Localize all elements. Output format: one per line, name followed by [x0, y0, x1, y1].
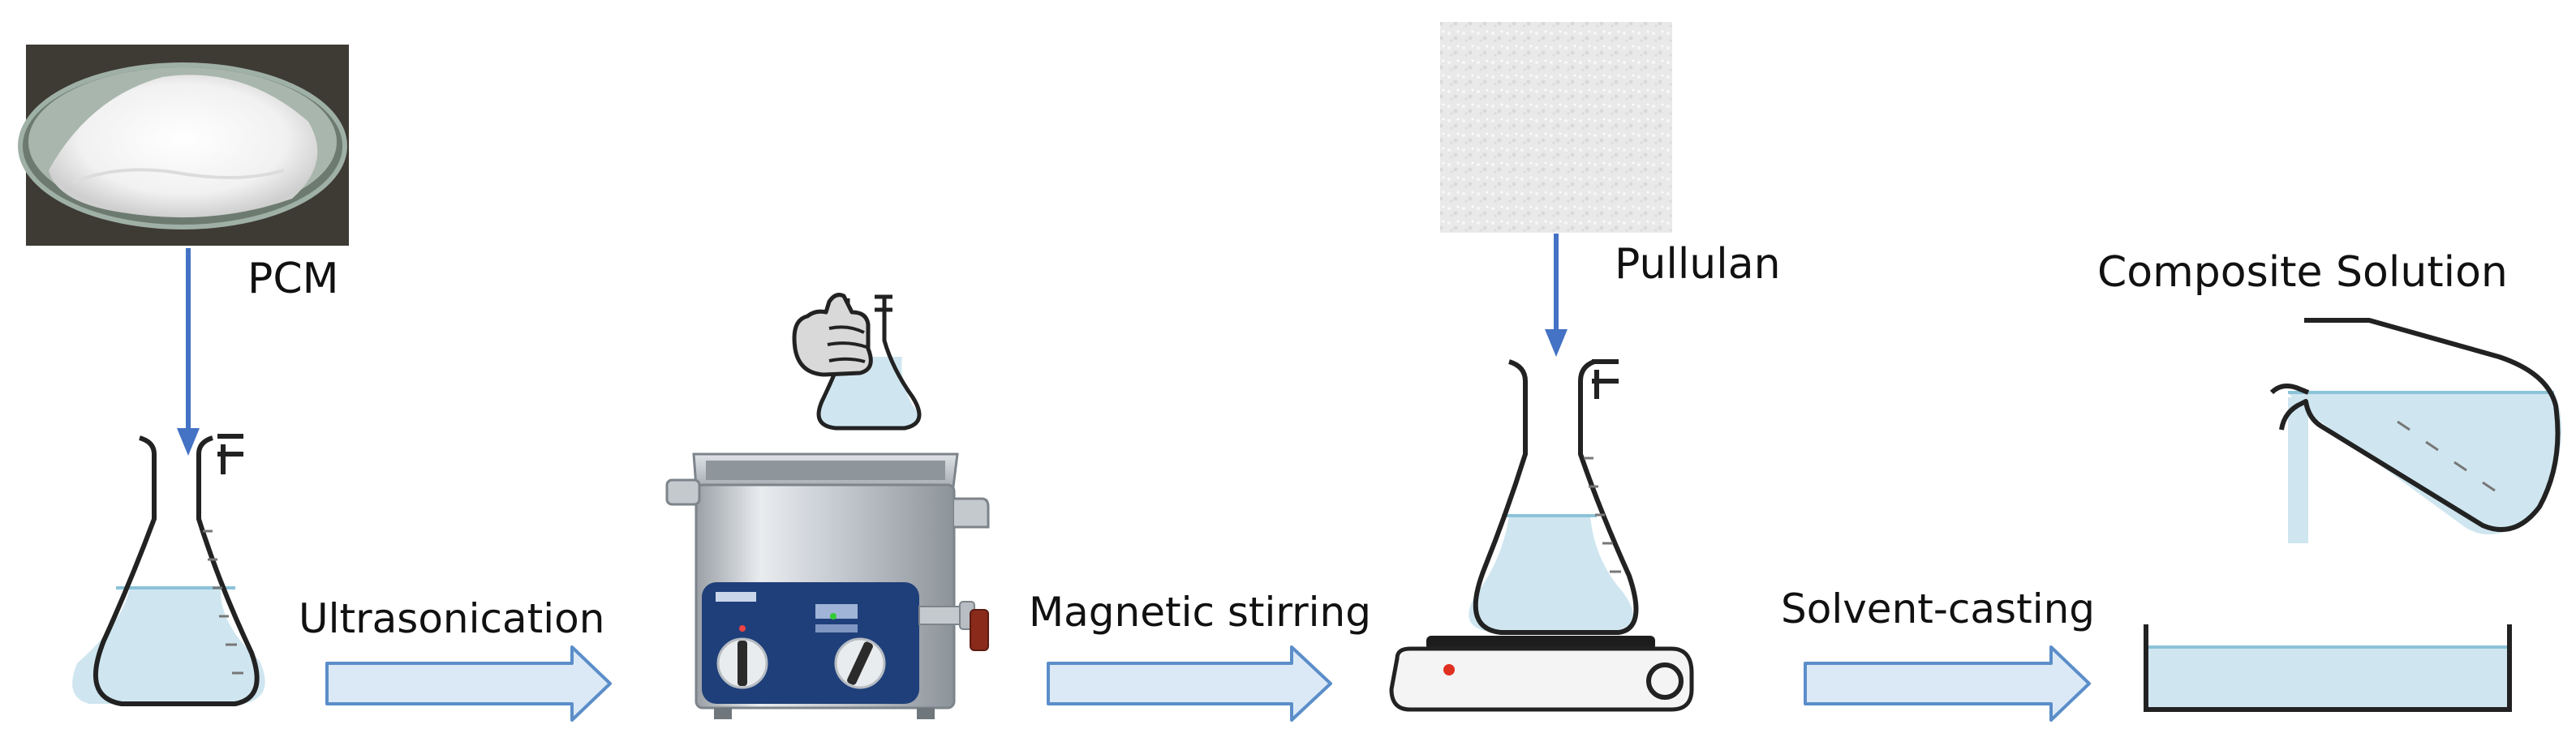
pcm-drop-arrow [177, 248, 200, 456]
magnetic-stirring-label: Magnetic stirring [1029, 589, 1371, 636]
pullulan-photo [1440, 22, 1672, 233]
pcm-photo [18, 45, 349, 246]
pullulan-drop-arrow [1545, 234, 1568, 357]
ultrasonic-bath-icon [665, 452, 990, 719]
pullulan-label: Pullulan [1615, 240, 1781, 289]
solvent-casting-label: Solvent-casting [1781, 585, 2096, 632]
pouring-beaker [2269, 318, 2562, 543]
magnetic-stirrer-hotplate-icon [1389, 636, 1694, 712]
arrow-magnetic-stirring [1047, 645, 1332, 722]
composite-solution-label: Composite Solution [2097, 248, 2508, 297]
ultrasonication-label: Ultrasonication [299, 595, 605, 642]
pcm-label: PCM [247, 255, 339, 303]
flask-stirring [1469, 359, 1639, 635]
flask-pcm [72, 434, 265, 706]
arrow-ultrasonication [325, 645, 612, 722]
casting-tray [2144, 624, 2512, 712]
hand-holding-flask-icon [792, 293, 922, 431]
arrow-solvent-casting [1804, 645, 2091, 722]
